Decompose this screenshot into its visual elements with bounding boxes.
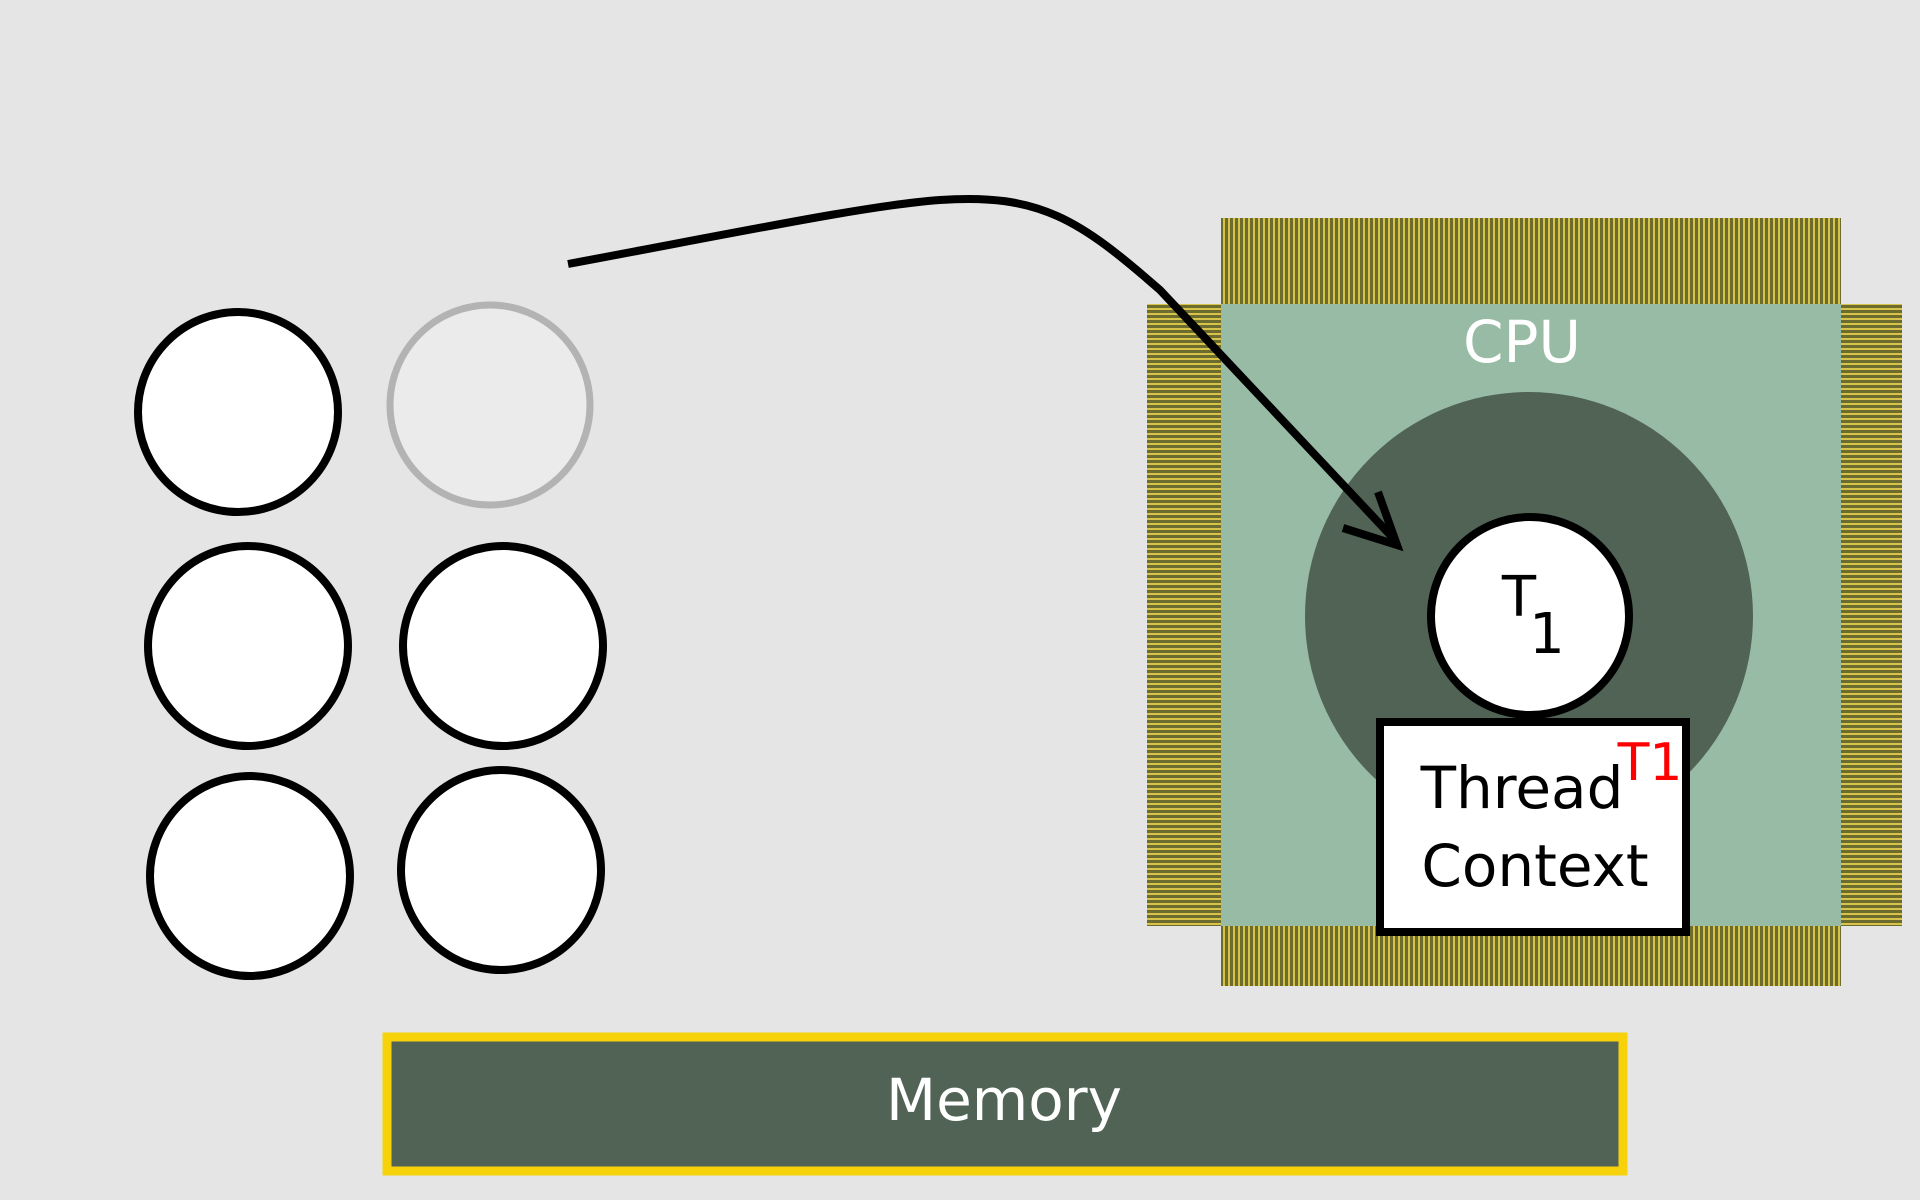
cpu-pins-left — [1147, 304, 1223, 926]
memory-label: Memory — [886, 1066, 1122, 1134]
schedule-arrow — [567, 194, 1404, 552]
cpu-pins-top — [1221, 218, 1841, 304]
schedule-arrow-line — [567, 194, 1398, 543]
thread-subscript: 1 — [1529, 602, 1565, 667]
cpu-pins-right — [1839, 304, 1902, 926]
cpu-label: CPU — [1463, 308, 1581, 376]
thread-context-tag: T1 — [1617, 733, 1683, 793]
thread-letter: T — [1501, 565, 1537, 630]
memory-bar: Memory — [382, 1032, 1628, 1176]
waiting-thread — [397, 766, 605, 974]
waiting-thread — [146, 772, 354, 980]
waiting-thread — [399, 542, 607, 750]
active-thread: T 1 — [1427, 513, 1633, 719]
memory-block — [382, 1032, 1628, 1176]
active-thread-circle — [1427, 513, 1633, 719]
thread-context-frame — [1376, 718, 1690, 936]
thread-context-line1: Thread — [1420, 754, 1624, 822]
thread-pool — [134, 301, 607, 980]
thread-slot-empty — [386, 301, 594, 509]
waiting-thread — [144, 542, 352, 750]
thread-context-box: Thread Context T1 — [1376, 718, 1690, 936]
schedule-arrow-head — [1341, 490, 1404, 552]
waiting-thread — [134, 308, 342, 516]
thread-context-line2: Context — [1421, 832, 1648, 900]
